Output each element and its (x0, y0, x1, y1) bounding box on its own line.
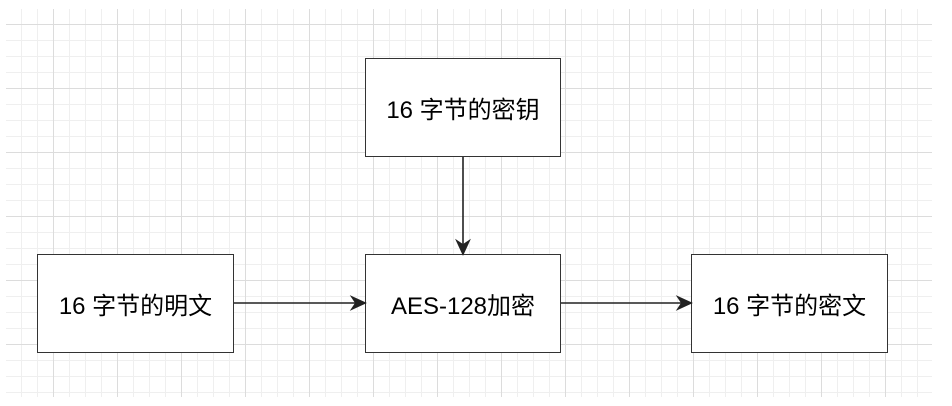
edge-key-to-cipher[interactable] (455, 157, 471, 256)
node-plaintext[interactable]: 16 字节的明文 (37, 254, 234, 353)
arrowhead-icon (675, 295, 693, 311)
node-cipher-label: AES-128加密 (390, 293, 536, 320)
arrowhead-icon (349, 295, 367, 311)
node-key-label: 16 字节的密钥 (386, 97, 540, 124)
node-cipher[interactable]: AES-128加密 (365, 254, 561, 353)
node-ciphertext-label: 16 字节的密文 (712, 293, 867, 320)
edge-cipher-to-ciphertext[interactable] (561, 295, 693, 311)
node-plaintext-label: 16 字节的明文 (58, 293, 213, 320)
node-key[interactable]: 16 字节的密钥 (365, 58, 561, 157)
edge-plaintext-to-cipher[interactable] (234, 295, 367, 311)
node-ciphertext[interactable]: 16 字节的密文 (691, 254, 888, 353)
arrowhead-icon (455, 238, 471, 256)
